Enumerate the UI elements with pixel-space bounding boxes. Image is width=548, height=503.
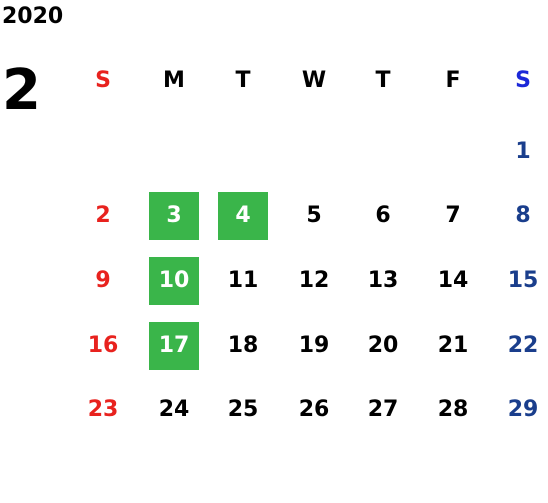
weekday-header-0: S bbox=[95, 68, 111, 93]
day-cell-10[interactable]: 10 bbox=[149, 257, 199, 305]
weekday-header-5: F bbox=[445, 68, 461, 93]
day-cell-3[interactable]: 3 bbox=[149, 192, 199, 240]
day-cell-11[interactable]: 11 bbox=[227, 268, 259, 293]
day-cell-9[interactable]: 9 bbox=[95, 268, 111, 293]
day-cell-27[interactable]: 27 bbox=[367, 397, 399, 422]
day-cell-8[interactable]: 8 bbox=[515, 203, 531, 228]
year-label: 2020 bbox=[2, 4, 64, 29]
day-cell-23[interactable]: 23 bbox=[87, 397, 119, 422]
day-cell-16[interactable]: 16 bbox=[87, 333, 119, 358]
day-cell-15[interactable]: 15 bbox=[507, 268, 539, 293]
day-cell-4[interactable]: 4 bbox=[218, 192, 268, 240]
weekday-header-6: S bbox=[515, 68, 531, 93]
day-cell-21[interactable]: 21 bbox=[437, 333, 469, 358]
weekday-header-3: W bbox=[301, 68, 327, 93]
day-cell-12[interactable]: 12 bbox=[298, 268, 330, 293]
day-cell-7[interactable]: 7 bbox=[445, 203, 461, 228]
month-label: 2 bbox=[2, 58, 41, 123]
day-cell-26[interactable]: 26 bbox=[298, 397, 330, 422]
day-cell-6[interactable]: 6 bbox=[375, 203, 391, 228]
day-cell-20[interactable]: 20 bbox=[367, 333, 399, 358]
day-cell-29[interactable]: 29 bbox=[507, 397, 539, 422]
day-cell-1[interactable]: 1 bbox=[515, 139, 531, 164]
weekday-header-4: T bbox=[375, 68, 391, 93]
day-cell-22[interactable]: 22 bbox=[507, 333, 539, 358]
day-cell-18[interactable]: 18 bbox=[227, 333, 259, 358]
day-cell-28[interactable]: 28 bbox=[437, 397, 469, 422]
weekday-header-2: T bbox=[235, 68, 251, 93]
day-cell-5[interactable]: 5 bbox=[306, 203, 322, 228]
day-cell-2[interactable]: 2 bbox=[95, 203, 111, 228]
day-cell-19[interactable]: 19 bbox=[298, 333, 330, 358]
day-cell-17[interactable]: 17 bbox=[149, 322, 199, 370]
weekday-header-1: M bbox=[163, 68, 185, 93]
day-cell-14[interactable]: 14 bbox=[437, 268, 469, 293]
day-cell-24[interactable]: 24 bbox=[158, 397, 190, 422]
day-cell-13[interactable]: 13 bbox=[367, 268, 399, 293]
day-cell-25[interactable]: 25 bbox=[227, 397, 259, 422]
